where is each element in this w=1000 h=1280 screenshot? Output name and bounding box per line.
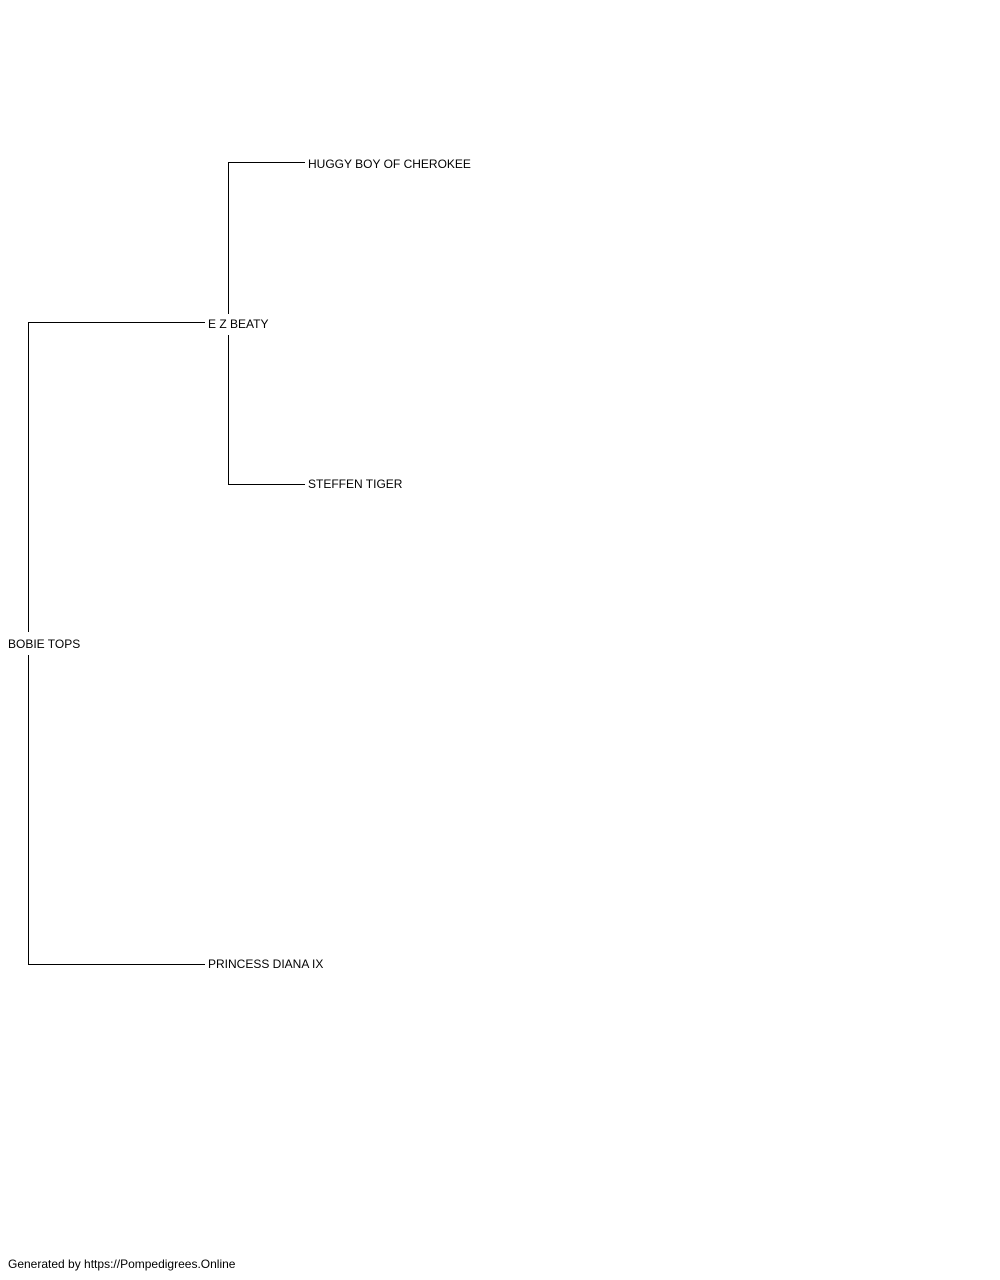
dam-name: PRINCESS DIANA IX — [208, 957, 323, 971]
sire-dam-name: STEFFEN TIGER — [308, 477, 403, 491]
connector-subject-dam — [28, 655, 205, 965]
connector-sire-sire-dam — [228, 335, 305, 485]
sire-name: E Z BEATY — [208, 317, 268, 331]
generated-by-footer: Generated by https://Pompedigrees.Online — [8, 1257, 236, 1271]
sire-sire-name: HUGGY BOY OF CHEROKEE — [308, 157, 471, 171]
connector-sire-sire-sire — [228, 162, 305, 314]
connector-subject-sire — [28, 322, 205, 632]
subject-name: BOBIE TOPS — [8, 637, 80, 651]
